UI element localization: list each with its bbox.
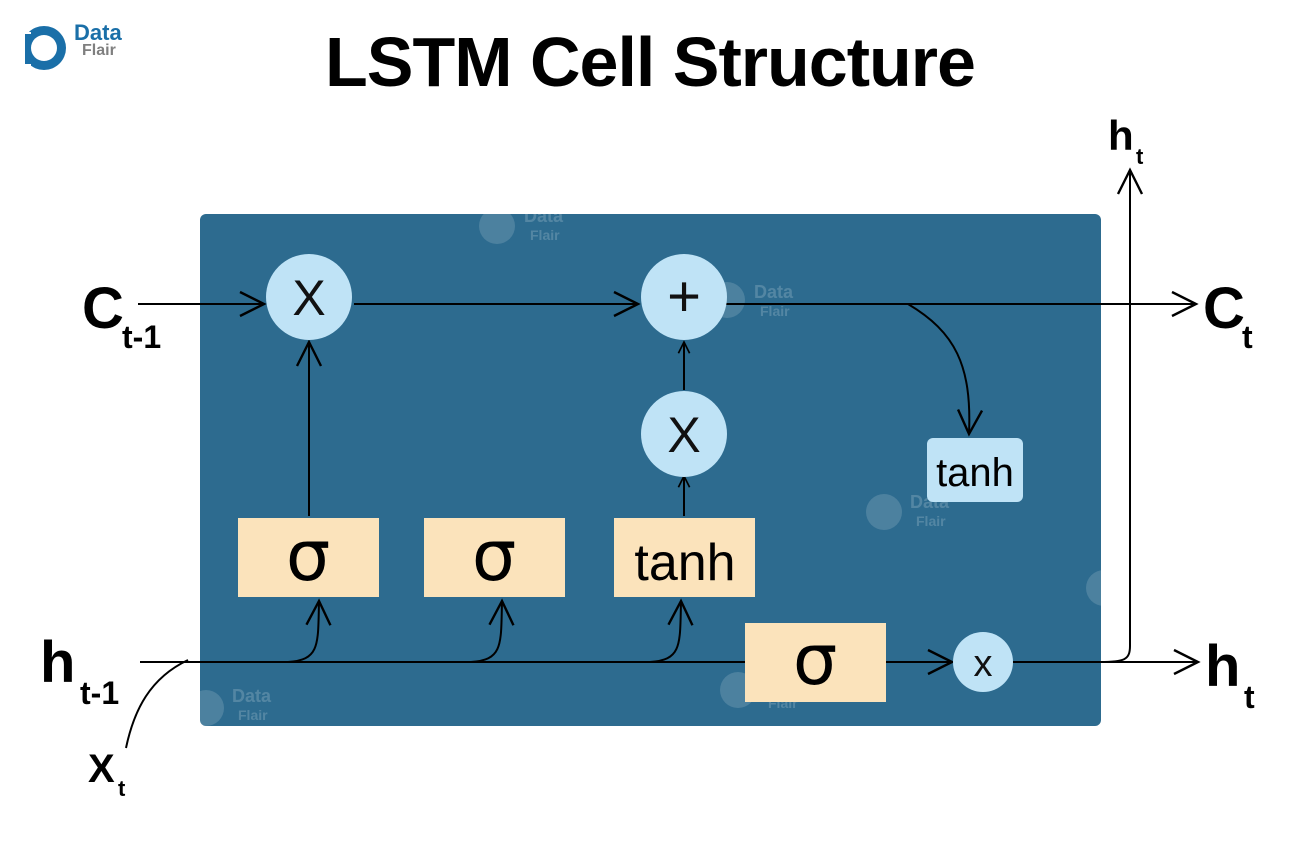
watermark-4: Data Flair (1086, 570, 1170, 607)
logo-mark-icon (22, 26, 66, 70)
h-prev-label: h t-1 (40, 630, 119, 711)
svg-text:t: t (118, 776, 126, 801)
candidate-gate-tanh: tanh (634, 534, 735, 592)
svg-text:Flair: Flair (530, 227, 560, 243)
lstm-cell-body (200, 214, 1101, 726)
watermark-1: Data Flair (479, 206, 564, 244)
forget-multiply-symbol: X (292, 270, 325, 326)
svg-text:h: h (1108, 112, 1134, 159)
c-out-label: C t (1203, 276, 1253, 355)
svg-text:h: h (1205, 634, 1240, 699)
logo-text-flair: Flair (82, 42, 116, 59)
input-gate-sigma: σ (472, 515, 516, 597)
svg-text:Data: Data (524, 206, 564, 226)
c-prev-label: C t-1 (82, 276, 161, 355)
input-multiply-symbol: X (667, 407, 700, 463)
h-top-arrow (1099, 167, 1144, 663)
h-top-label: h t (1108, 112, 1144, 169)
svg-text:C: C (82, 276, 124, 341)
svg-text:Flair: Flair (1136, 591, 1166, 607)
watermark-6: Data Flair (188, 686, 272, 726)
svg-text:t-1: t-1 (80, 675, 119, 711)
dataflair-logo: Data Flair (18, 18, 138, 74)
svg-text:X: X (88, 747, 115, 791)
candidate-branch-arrow (649, 598, 694, 663)
svg-text:Data: Data (232, 686, 272, 706)
input-multiply-node: X (641, 391, 727, 477)
cell-to-tanh-arrow (907, 303, 984, 437)
cell-tanh-label: tanh (936, 451, 1014, 495)
forget-gate: σ (238, 515, 379, 597)
input-gate: σ (424, 515, 565, 597)
svg-text:h: h (40, 630, 75, 695)
page-title: LSTM Cell Structure (325, 23, 976, 101)
svg-text:t: t (1136, 144, 1144, 169)
forget-branch-arrow (287, 598, 332, 663)
cell-add-symbol: + (667, 264, 701, 329)
cell-tanh-box: tanh (927, 438, 1023, 502)
logo-text-data: Data (74, 20, 122, 45)
input-branch-arrow (470, 598, 515, 663)
svg-text:Flair: Flair (760, 303, 790, 319)
x-input-label: X t (88, 747, 126, 801)
svg-text:t-1: t-1 (122, 319, 161, 355)
cell-add-node: + (641, 254, 727, 340)
svg-text:Data: Data (1130, 570, 1170, 590)
svg-text:C: C (1203, 276, 1245, 341)
output-gate: σ (745, 619, 886, 702)
svg-text:Flair: Flair (238, 707, 268, 723)
forget-gate-sigma: σ (286, 515, 330, 597)
svg-text:Data: Data (754, 282, 794, 302)
output-multiply-node: x (953, 632, 1013, 692)
forget-multiply-node: X (266, 254, 352, 340)
svg-text:Flair: Flair (916, 513, 946, 529)
x-input-curve (125, 659, 189, 749)
watermark-3: Data Flair (866, 492, 950, 530)
h-out-label: h t (1205, 634, 1255, 715)
candidate-gate: tanh (614, 518, 755, 597)
output-gate-sigma: σ (793, 619, 837, 701)
output-multiply-symbol: x (974, 643, 993, 685)
svg-text:t: t (1242, 319, 1253, 355)
svg-text:t: t (1244, 679, 1255, 715)
